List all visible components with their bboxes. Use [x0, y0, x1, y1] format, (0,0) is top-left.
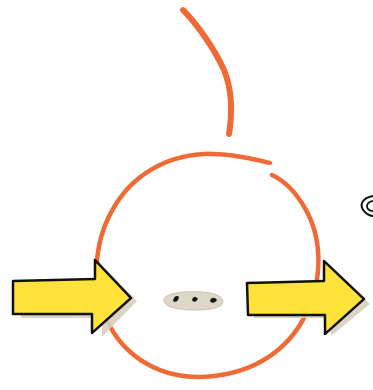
illustration	[0, 0, 373, 390]
doodle-canvas	[0, 0, 373, 390]
canvas-background	[0, 0, 373, 390]
